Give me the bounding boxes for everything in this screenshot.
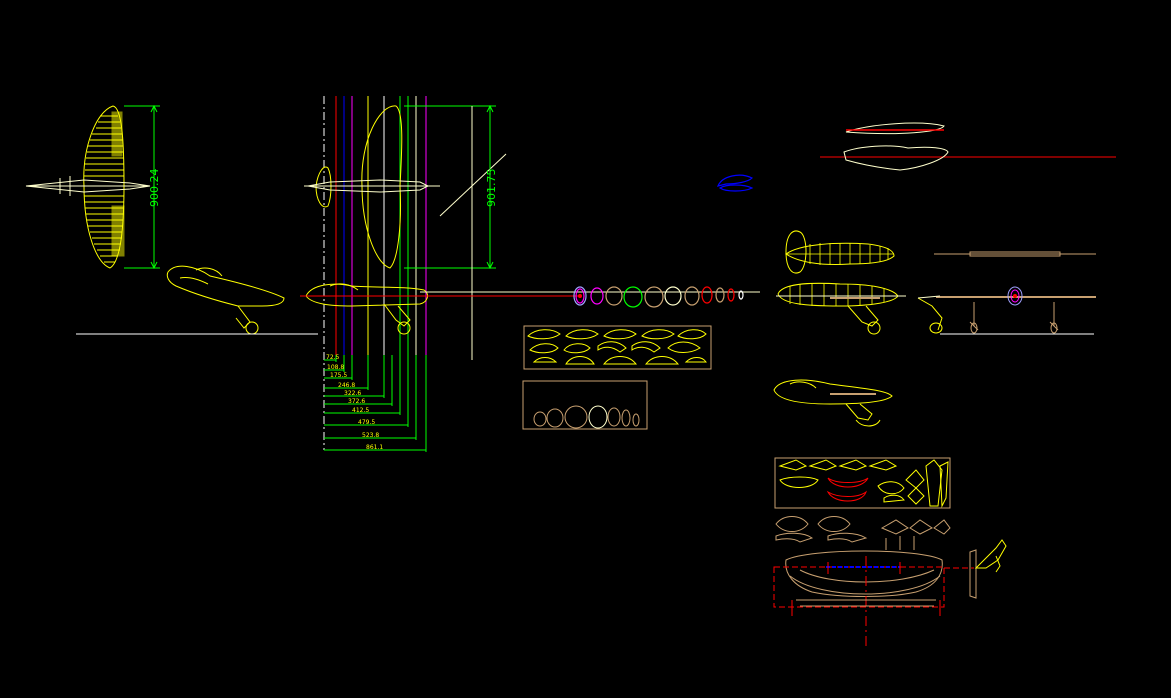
top-right-wing-sections[interactable] [820, 122, 1116, 171]
wing-aileron-panel [111, 111, 123, 157]
station-labels: 72.5 108.8 175.5 246.8 322.6 372.6 412.5… [326, 354, 383, 451]
station-label: 479.5 [358, 419, 375, 426]
wingspan-dimension-mid [404, 104, 496, 270]
parts-sheet-ribs[interactable] [523, 325, 712, 370]
station-dimension-ladder [324, 355, 427, 452]
parts-sheet-formers[interactable] [522, 380, 648, 430]
fuselage-assembly-bottom[interactable] [773, 539, 1007, 650]
station-label: 412.5 [352, 407, 369, 414]
fuselage-section-rings[interactable] [573, 286, 744, 308]
wingspan-dimension-left [124, 104, 160, 270]
station-label: 175.5 [330, 372, 347, 379]
station-label: 372.6 [348, 398, 365, 405]
fuselage-structure-side[interactable] [776, 282, 906, 335]
top-view-aircraft-mid[interactable] [304, 105, 507, 269]
side-view-aircraft-left[interactable] [166, 265, 285, 335]
station-label: 523.8 [362, 432, 379, 439]
blue-canopy-part[interactable] [717, 174, 754, 192]
station-label: 861.1 [366, 444, 383, 451]
wing-flap-panel [111, 205, 125, 257]
station-label: 322.6 [344, 390, 361, 397]
fuselage-structure-top[interactable] [785, 230, 895, 274]
parts-sheet-lower[interactable] [775, 516, 951, 551]
front-view-aircraft[interactable] [917, 251, 1096, 335]
wingspan-label-left: 900.24 [148, 169, 161, 208]
station-label: 72.5 [326, 354, 340, 361]
wing-planform-view[interactable] [25, 105, 151, 269]
side-view-aircraft-right[interactable] [773, 379, 893, 427]
parts-sheet-right[interactable] [774, 457, 951, 509]
side-view-aircraft-mid[interactable] [305, 283, 428, 335]
wingspan-label-mid: 901.75 [485, 169, 498, 208]
station-label: 246.8 [338, 382, 355, 389]
station-label: 108.8 [327, 364, 344, 371]
